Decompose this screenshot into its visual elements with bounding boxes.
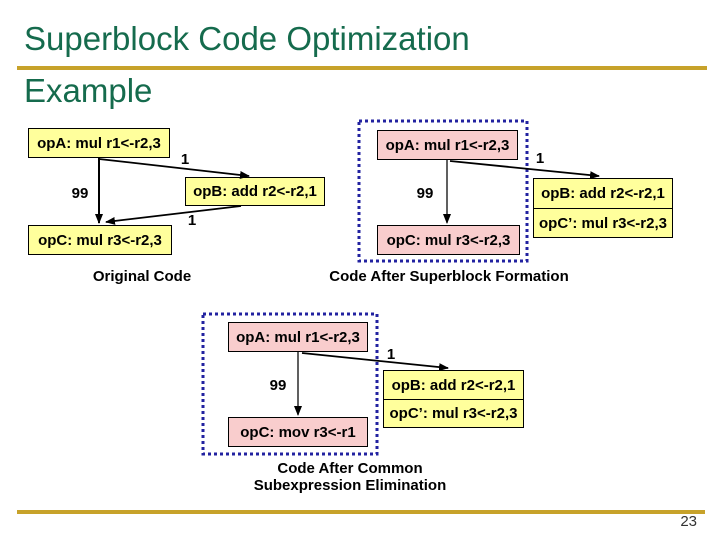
edge-weight-a-to-b-original: 1 bbox=[180, 151, 190, 168]
node-opB-original: opB: add r2<-r2,1 bbox=[185, 177, 325, 206]
slide-title-line2: Example bbox=[24, 72, 153, 109]
node-opB-superblock: opB: add r2<-r2,1 bbox=[541, 185, 665, 202]
node-opC-original: opC: mul r3<-r2,3 bbox=[28, 225, 172, 255]
caption-cse-line1: Code After Common bbox=[277, 460, 423, 477]
node-stack-cse: opB: add r2<-r2,1 opC’: mul r3<-r2,3 bbox=[383, 370, 524, 428]
edge-weight-b-to-c-original: 1 bbox=[187, 212, 197, 229]
node-opA-original: opA: mul r1<-r2,3 bbox=[28, 128, 170, 158]
arrow-a-to-b-cse bbox=[301, 352, 449, 372]
node-opA-cse: opA: mul r1<-r2,3 bbox=[228, 322, 368, 352]
arrow-b-to-c-original bbox=[105, 205, 242, 225]
caption-original-code: Original Code bbox=[92, 268, 192, 285]
edge-weight-a-to-b-cse: 1 bbox=[386, 346, 396, 363]
node-opB-cse: opB: add r2<-r2,1 bbox=[391, 376, 516, 394]
footer-rule bbox=[17, 510, 705, 514]
page-number: 23 bbox=[680, 513, 697, 530]
node-stack-superblock: opB: add r2<-r2,1 opC’: mul r3<-r2,3 bbox=[533, 178, 673, 238]
node-opC2-cse: opC’: mul r3<-r2,3 bbox=[384, 399, 523, 427]
node-opC-cse: opC: mov r3<-r1 bbox=[228, 417, 368, 447]
title-underline-rule bbox=[17, 66, 707, 70]
node-opC2-superblock: opC’: mul r3<-r2,3 bbox=[534, 208, 672, 237]
edge-weight-a-to-c-cse: 99 bbox=[269, 377, 287, 394]
edge-weight-a-to-c-superblock: 99 bbox=[416, 185, 434, 202]
node-opA-superblock: opA: mul r1<-r2,3 bbox=[377, 130, 518, 160]
slide-title-line1: Superblock Code Optimization bbox=[24, 20, 470, 57]
edge-weight-a-to-b-superblock: 1 bbox=[535, 150, 545, 167]
caption-cse: Code After Common Subexpression Eliminat… bbox=[236, 460, 464, 494]
caption-cse-line2: Subexpression Elimination bbox=[253, 477, 447, 494]
edge-weight-a-to-c-original: 99 bbox=[71, 185, 89, 202]
caption-superblock-formation: Code After Superblock Formation bbox=[329, 268, 569, 285]
arrow-a-to-b-superblock bbox=[449, 160, 600, 180]
node-opC-superblock: opC: mul r3<-r2,3 bbox=[377, 225, 520, 255]
